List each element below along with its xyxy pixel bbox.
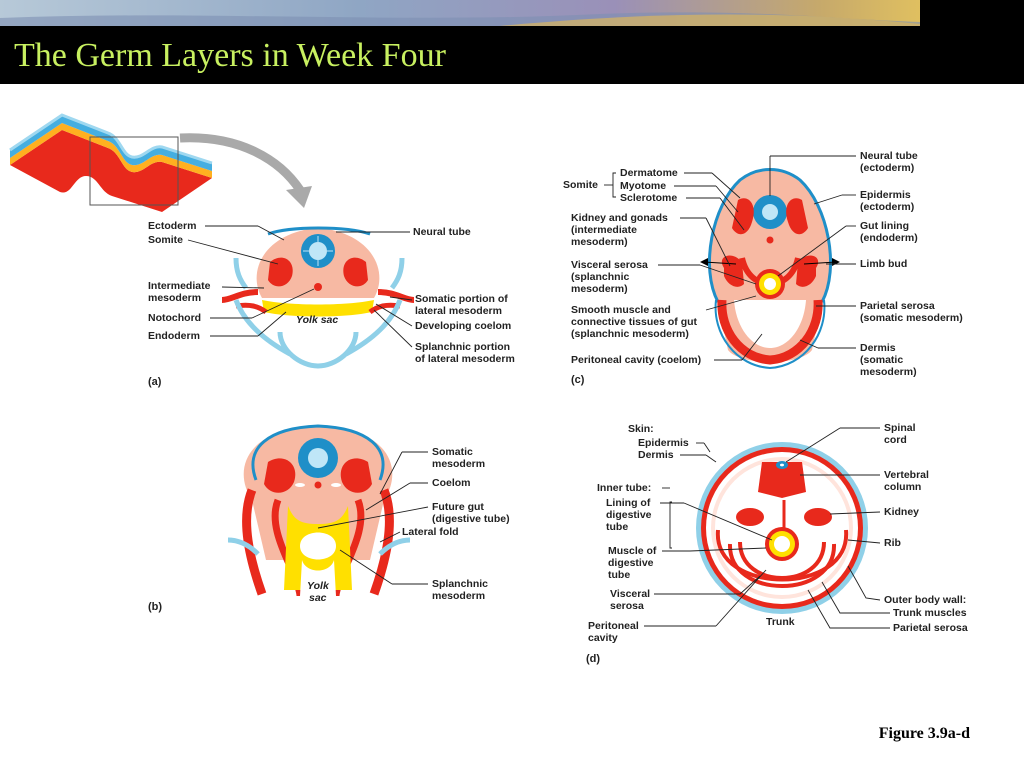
panel-tag-a: (a) [148, 376, 162, 388]
label-visceral-d-1: Visceral [610, 588, 650, 600]
figure-caption: Figure 3.9a-d [878, 725, 970, 742]
label-coelom-a: Developing coelom [415, 320, 511, 332]
panel-d: Skin: Epidermis Dermis Inner tube: Linin… [586, 422, 968, 665]
label-kidney-c-2: (intermediate [571, 224, 637, 236]
label-visceral-c-3: mesoderm) [571, 283, 628, 295]
embryo-cross-section-b: Yolk sac [227, 424, 411, 604]
label-lining-d-1: Lining of [606, 497, 651, 509]
yolk-sac-label-b-1: Yolk [307, 580, 330, 592]
notochord [314, 283, 322, 291]
label-epidermis-d: Epidermis [638, 437, 689, 449]
label-somatic-a-1: Somatic portion of [415, 293, 508, 305]
label-splanchnic-a-2: of lateral mesoderm [415, 353, 515, 365]
label-rib-d: Rib [884, 537, 901, 549]
label-smooth-c-1: Smooth muscle and [571, 304, 671, 316]
label-muscle-d-1: Muscle of [608, 545, 657, 557]
label-muscle-d-2: digestive [608, 557, 654, 569]
label-spinal-d-1: Spinal [884, 422, 916, 434]
label-inner-tube-d: Inner tube: [597, 482, 651, 494]
label-peritoneal-d-1: Peritoneal [588, 620, 639, 632]
label-parietal-c-1: Parietal serosa [860, 300, 935, 312]
label-epidermis-c-2: (ectoderm) [860, 201, 914, 213]
yolk-sac-label-a: Yolk sac [296, 314, 338, 326]
label-parietal-d: Parietal serosa [893, 622, 968, 634]
label-dermis-c-1: Dermis [860, 342, 896, 354]
label-gut-lining-c-2: (endoderm) [860, 232, 918, 244]
label-lining-d-2: digestive [606, 509, 652, 521]
curved-arrow-head [286, 186, 312, 208]
label-future-gut-b-1: Future gut [432, 501, 484, 513]
label-future-gut-b-2: (digestive tube) [432, 513, 510, 525]
label-visceral-d-2: serosa [610, 600, 644, 612]
label-limb-bud-c: Limb bud [860, 258, 907, 270]
label-trunk-muscles-d: Trunk muscles [893, 607, 967, 619]
panel-c: Somite Dermatome Myotome Sclerotome Kidn… [563, 150, 963, 386]
germ-layers-figure: Yolk sac Ectoderm Somite Intermediate me… [9, 113, 968, 665]
label-visceral-c-1: Visceral serosa [571, 259, 648, 271]
label-kidney-c-3: mesoderm) [571, 236, 628, 248]
label-spinal-d-2: cord [884, 434, 907, 446]
label-neural-tube-c-1: Neural tube [860, 150, 918, 162]
panel-tag-b: (b) [148, 601, 162, 613]
label-smooth-c-3: (splanchnic mesoderm) [571, 328, 689, 340]
title-banner: The Germ Layers in Week Four [0, 0, 1024, 84]
label-muscle-d-3: tube [608, 569, 630, 581]
label-vertebral-d-1: Vertebral [884, 469, 929, 481]
label-skin-d: Skin: [628, 423, 654, 435]
endoderm-layer [262, 300, 374, 317]
decorative-header-strip [0, 0, 1024, 26]
label-trunk-d: Trunk [766, 616, 795, 628]
label-splanchnic-b-1: Splanchnic [432, 578, 488, 590]
label-dermis-c-3: mesoderm) [860, 366, 917, 378]
embryo-sheet-illustration [9, 113, 213, 212]
label-peritoneal-d-2: cavity [588, 632, 618, 644]
label-vertebral-d-2: column [884, 481, 921, 493]
label-dermis-c-2: (somatic [860, 354, 903, 366]
label-intermediate-a-1: Intermediate [148, 280, 211, 292]
page-title: The Germ Layers in Week Four [14, 37, 446, 74]
label-lining-d-3: tube [606, 521, 628, 533]
panel-a: Yolk sac Ectoderm Somite Intermediate me… [9, 113, 515, 388]
label-kidney-d: Kidney [884, 506, 919, 518]
somite-right [343, 257, 368, 287]
label-myotome-c: Myotome [620, 180, 666, 192]
panel-tag-d: (d) [586, 653, 600, 665]
label-smooth-c-2: connective tissues of gut [571, 316, 698, 328]
label-somatic-b-2: mesoderm [432, 458, 485, 470]
label-somite-c: Somite [563, 179, 598, 191]
label-parietal-c-2: (somatic mesoderm) [860, 312, 963, 324]
trunk-cross-section-d [696, 442, 868, 614]
yolk-sac-label-b-2: sac [309, 592, 327, 604]
label-neural-tube-a: Neural tube [413, 226, 471, 238]
label-somite-a: Somite [148, 234, 183, 246]
label-coelom-b: Coelom [432, 477, 471, 489]
curved-arrow [179, 133, 304, 193]
label-intermediate-a-2: mesoderm [148, 292, 201, 304]
embryo-cross-section-a: Yolk sac [221, 226, 415, 369]
label-notochord-a: Notochord [148, 312, 201, 324]
label-peritoneal-c: Peritoneal cavity (coelom) [571, 354, 701, 366]
label-gut-lining-c-1: Gut lining [860, 220, 909, 232]
label-dermis-d: Dermis [638, 449, 674, 461]
body-wall-c [717, 299, 823, 365]
label-visceral-c-2: (splanchnic [571, 271, 630, 283]
label-ectoderm-a: Ectoderm [148, 220, 196, 232]
panel-b: Yolk sac Somatic mesoderm Coelom Future … [148, 424, 510, 613]
label-somatic-b-1: Somatic [432, 446, 473, 458]
panel-tag-c: (c) [571, 374, 585, 386]
label-somatic-a-2: lateral mesoderm [415, 305, 502, 317]
label-dermatome-c: Dermatome [620, 167, 678, 179]
label-outer-d: Outer body wall: [884, 594, 966, 606]
label-neural-tube-c-2: (ectoderm) [860, 162, 914, 174]
label-lateral-fold-b: Lateral fold [402, 526, 459, 538]
label-epidermis-c-1: Epidermis [860, 189, 911, 201]
label-kidney-c-1: Kidney and gonads [571, 212, 668, 224]
label-splanchnic-b-2: mesoderm [432, 590, 485, 602]
label-sclerotome-c: Sclerotome [620, 192, 677, 204]
somite-left [268, 257, 293, 287]
label-splanchnic-a-1: Splanchnic portion [415, 341, 510, 353]
label-endoderm-a: Endoderm [148, 330, 200, 342]
